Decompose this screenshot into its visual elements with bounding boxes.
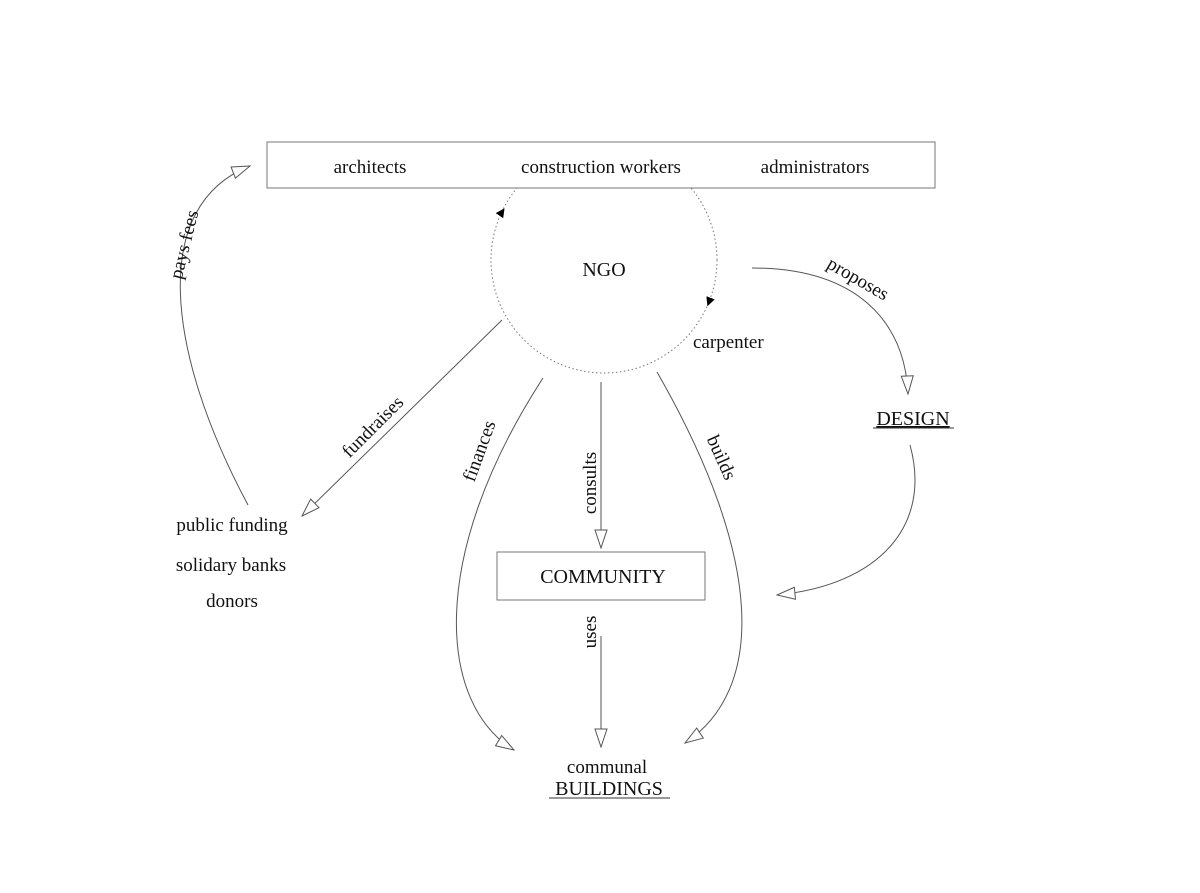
- label-builds: builds: [702, 432, 740, 483]
- funding-solidary-banks: solidary banks: [176, 555, 286, 576]
- buildings-label: BUILDINGS: [555, 778, 663, 800]
- ngo-node: NGO carpenter: [490, 146, 764, 374]
- carpenter-label: carpenter: [693, 332, 764, 353]
- edge-fundraises: [302, 319, 503, 516]
- label-uses: uses: [580, 616, 601, 649]
- label-finances: finances: [459, 418, 500, 485]
- edge-proposes: [751, 267, 908, 394]
- funding-sources: public funding solidary banks donors: [176, 515, 288, 612]
- funding-donors: donors: [206, 591, 258, 612]
- label-consults: consults: [580, 452, 601, 514]
- label-fundraises: fundraises: [338, 392, 408, 462]
- label-pays-fees: pays fees: [166, 208, 203, 281]
- ngo-circle: [490, 146, 718, 374]
- staff-architects: architects: [334, 157, 407, 178]
- funding-public: public funding: [176, 515, 288, 536]
- edge-builds: [656, 371, 743, 743]
- cycle-arrow-icon: [706, 296, 715, 307]
- staff-administrators: administrators: [761, 157, 870, 178]
- edge-pays-fees: [179, 166, 250, 506]
- buildings-communal: communal: [567, 757, 647, 778]
- staff-box: architects construction workers administ…: [266, 141, 936, 189]
- ngo-label: NGO: [582, 259, 625, 281]
- staff-construction-workers: construction workers: [521, 157, 681, 178]
- label-proposes: proposes: [823, 253, 892, 305]
- edge-finances: [456, 377, 544, 750]
- community-node: COMMUNITY: [496, 551, 706, 601]
- edge-design-community: [777, 444, 916, 595]
- design-label: DESIGN: [876, 408, 949, 430]
- cycle-arrow-icon: [495, 208, 505, 219]
- community-label: COMMUNITY: [540, 566, 666, 588]
